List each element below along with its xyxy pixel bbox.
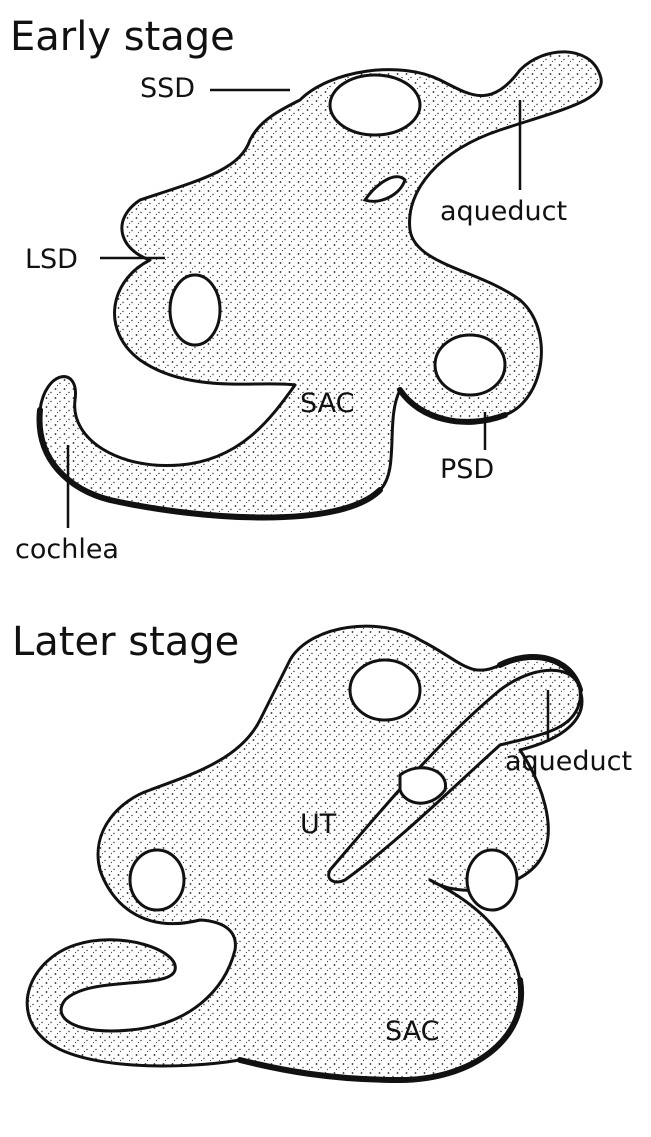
later-lsd-hole: [130, 850, 184, 910]
early-label-lsd: LSD: [25, 244, 78, 275]
later-ssd-hole: [350, 660, 420, 720]
later-psd-hole: [467, 850, 517, 910]
early-stage-title: Early stage: [10, 14, 235, 60]
early-lsd-hole: [170, 275, 220, 345]
early-label-ssd: SSD: [140, 73, 195, 104]
early-stage-panel: Early stage SSD aqueduct LSD SAC PSD coc…: [10, 14, 601, 565]
later-label-ut: UT: [300, 809, 337, 840]
early-label-sac: SAC: [300, 388, 355, 419]
early-label-psd: PSD: [440, 454, 494, 485]
early-ssd-hole: [330, 75, 420, 135]
early-labyrinth-body: [40, 52, 602, 518]
later-inner-hole: [400, 768, 446, 803]
early-psd-hole: [435, 335, 505, 395]
early-label-cochlea: cochlea: [15, 534, 119, 565]
later-label-aqueduct: aqueduct: [505, 746, 632, 777]
later-stage-panel: Later stage aqueduct UT SAC: [12, 619, 632, 1080]
later-label-sac: SAC: [385, 1016, 440, 1047]
early-label-aqueduct: aqueduct: [440, 196, 567, 227]
later-stage-title: Later stage: [12, 619, 239, 665]
